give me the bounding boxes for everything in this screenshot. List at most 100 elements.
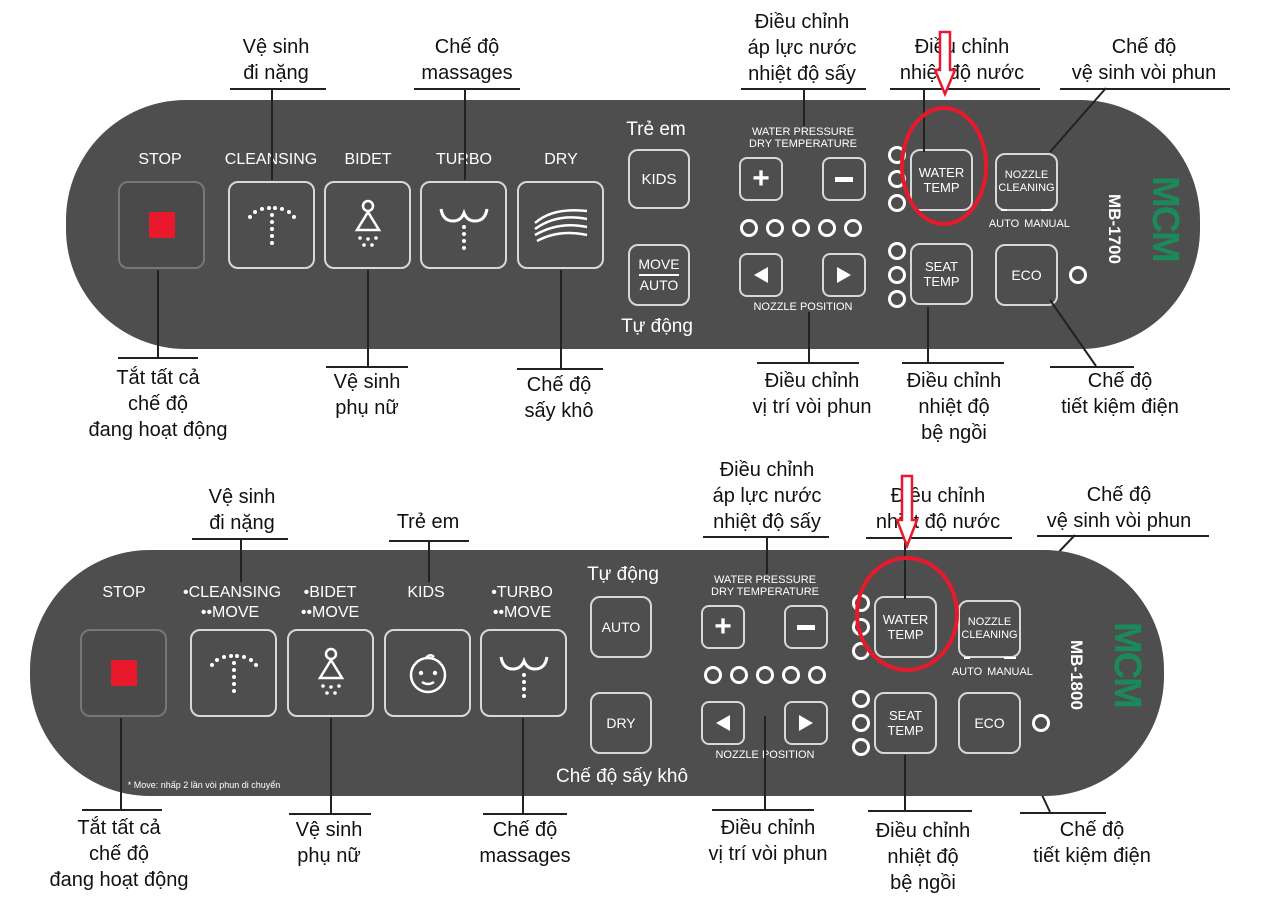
leader-line	[240, 538, 242, 582]
stop-button[interactable]	[118, 181, 205, 269]
leader-line	[118, 357, 198, 359]
leader-line	[766, 536, 768, 574]
bidet-label: •BIDET	[303, 584, 357, 601]
seat-temp-level	[852, 690, 870, 708]
plus-icon: +	[752, 162, 770, 195]
leader-line	[904, 755, 906, 811]
level-indicator	[808, 666, 826, 684]
cleansing-button[interactable]	[228, 181, 315, 269]
nozzle-forward-button[interactable]	[784, 701, 828, 745]
eco-button[interactable]: ECO	[958, 692, 1021, 754]
leader-line	[890, 88, 1040, 90]
nozzle-position-label: NOZZLE POSITION	[753, 301, 853, 313]
dry-button[interactable]	[517, 181, 604, 269]
cleansing-spray-icon	[247, 206, 296, 245]
cleansing-move-label: ••MOVE	[200, 604, 260, 621]
red-arrow-icon	[933, 30, 957, 98]
manual-indicator	[1041, 209, 1053, 211]
stop-square-icon	[110, 660, 137, 686]
leader-line	[428, 540, 430, 582]
kids-button[interactable]	[384, 629, 471, 717]
move-auto-button[interactable]: MOVE AUTO	[628, 244, 690, 306]
level-indicator	[730, 666, 748, 684]
child-face-icon	[409, 654, 446, 694]
leader-line	[367, 270, 369, 366]
bidet-button[interactable]	[287, 629, 374, 717]
kids-button[interactable]: KIDS	[628, 149, 690, 209]
dry-label: DRY	[544, 151, 578, 168]
leader-line	[230, 88, 326, 90]
eco-button[interactable]: ECO	[995, 244, 1058, 306]
cleansing-button[interactable]	[190, 629, 277, 717]
stop-label: STOP	[138, 151, 182, 168]
plus-button[interactable]: +	[701, 605, 745, 649]
red-arrow-icon	[895, 474, 919, 550]
leader-line	[1050, 366, 1134, 368]
leader-line	[764, 716, 766, 810]
right-arrow-icon	[799, 715, 813, 731]
leader-line	[522, 718, 524, 814]
leader-line	[868, 810, 972, 812]
turbo-button[interactable]	[420, 181, 507, 269]
nozzle-back-button[interactable]	[701, 701, 745, 745]
minus-button[interactable]	[784, 605, 828, 649]
move-footnote: * Move: nhấp 2 lần vòi phun di chuyển	[127, 780, 281, 790]
leader-line	[289, 813, 371, 815]
kids-label: KIDS	[407, 584, 445, 601]
leader-line	[866, 537, 1012, 539]
leader-line	[808, 312, 810, 362]
right-arrow-icon	[837, 267, 851, 283]
level-indicator	[792, 219, 810, 237]
nozzle-forward-button[interactable]	[822, 253, 866, 297]
level-indicator	[704, 666, 722, 684]
model-name: MB-1800	[1067, 640, 1086, 710]
stop-label: STOP	[102, 584, 146, 601]
bidet-woman-icon	[317, 647, 344, 695]
stop-button[interactable]	[80, 629, 167, 717]
leader-line	[414, 88, 520, 90]
auto-label: AUTO	[988, 218, 1020, 230]
leader-line	[927, 307, 929, 363]
bidet-label: BIDET	[344, 151, 392, 168]
bidet-button[interactable]	[324, 181, 411, 269]
minus-icon	[797, 624, 815, 630]
manual-label: MANUAL	[1024, 218, 1070, 230]
annotation-kids: Trẻ em	[396, 511, 460, 533]
plus-button[interactable]: +	[739, 157, 783, 201]
left-arrow-icon	[754, 267, 768, 283]
leader-line	[271, 88, 273, 180]
leader-line	[464, 88, 466, 180]
level-indicator	[818, 219, 836, 237]
nozzle-back-button[interactable]	[739, 253, 783, 297]
plus-icon: +	[714, 610, 732, 643]
leader-line	[712, 809, 814, 811]
bidet-move-label: ••MOVE	[300, 604, 360, 621]
auto-button[interactable]: AUTO	[590, 596, 652, 658]
seat-temp-level	[852, 714, 870, 732]
turbo-button[interactable]	[480, 629, 567, 717]
leader-line	[1037, 535, 1209, 537]
leader-line	[483, 813, 567, 815]
minus-button[interactable]	[822, 157, 866, 201]
turbo-label: •TURBO	[491, 584, 553, 601]
dry-button[interactable]: DRY	[590, 692, 652, 754]
dry-temperature-label: DRY TEMPERATURE	[749, 138, 857, 150]
seat-temp-level	[888, 290, 906, 308]
